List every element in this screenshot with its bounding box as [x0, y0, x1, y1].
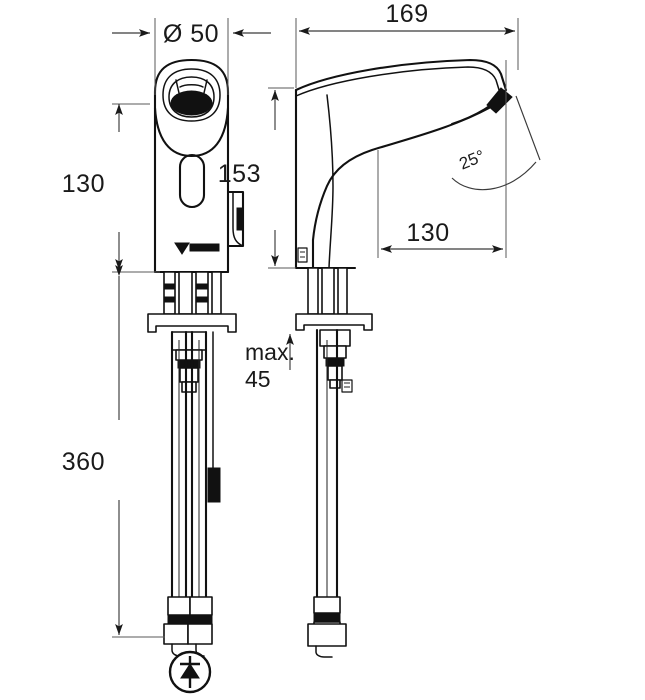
dimension-height-153: 153 [218, 87, 296, 269]
dimension-diameter-50: Ø 50 [112, 18, 271, 95]
dimension-label-diameter-50: Ø 50 [163, 20, 219, 48]
dimension-label-reach-130: 130 [406, 219, 449, 247]
side-cable-clip [341, 379, 353, 393]
front-supply-hoses [163, 330, 213, 657]
front-view-spout-head [153, 58, 230, 274]
dimension-label-width-169: 169 [385, 0, 428, 28]
side-view [294, 58, 513, 658]
front-sensor-cable [207, 331, 221, 503]
side-view-spout-body [294, 58, 513, 270]
sensor-window [178, 153, 206, 209]
dimension-label-max-45-line1: max. [245, 339, 295, 365]
side-mounting-shank [295, 267, 373, 389]
front-mounting-shank [147, 271, 237, 393]
dimension-max-45: max. 45 [245, 334, 295, 392]
dimension-height-360: 360 [62, 265, 165, 638]
side-supply-stem [307, 328, 347, 658]
temperature-lever [226, 190, 245, 248]
dimension-label-height-130-front: 130 [62, 170, 105, 198]
dimension-height-130-front: 130 [62, 103, 160, 273]
flow-direction-symbol [168, 650, 212, 694]
dimension-label-height-153: 153 [218, 160, 261, 188]
dimension-label-max-45-line2: 45 [245, 366, 271, 392]
body-marking [174, 242, 220, 255]
dimension-label-height-360: 360 [62, 448, 105, 476]
aerator-opening [170, 90, 213, 116]
front-view [147, 58, 245, 657]
dimension-width-169: 169 [295, 0, 519, 88]
